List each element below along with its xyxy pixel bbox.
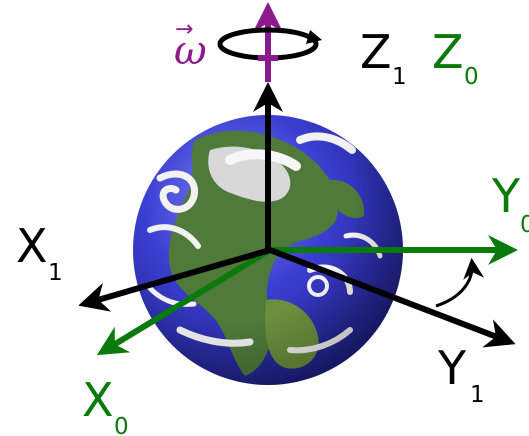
y0-subscript: 0 [520, 212, 529, 238]
y0-label: Y [491, 169, 521, 223]
x0-axis [96, 247, 272, 356]
y1-axis [268, 247, 516, 348]
x1-axis [78, 247, 271, 312]
omega-label: ω [174, 28, 207, 74]
y1-subscript: 1 [470, 382, 485, 408]
x1-label: X [16, 219, 48, 273]
x0-subscript: 0 [114, 414, 129, 436]
z0-subscript: 0 [464, 64, 479, 90]
omega-arrow: → [175, 17, 193, 42]
z0-label: Z [432, 25, 464, 79]
z1-label: Z [360, 25, 392, 79]
z1-subscript: 1 [392, 64, 407, 90]
rotation-angle-arrow-icon [435, 257, 485, 308]
curved-rotation-arrow-icon [217, 27, 322, 61]
x0-label: X [82, 373, 114, 427]
y1-label: Y [437, 341, 467, 395]
x1-subscript: 1 [48, 260, 63, 286]
